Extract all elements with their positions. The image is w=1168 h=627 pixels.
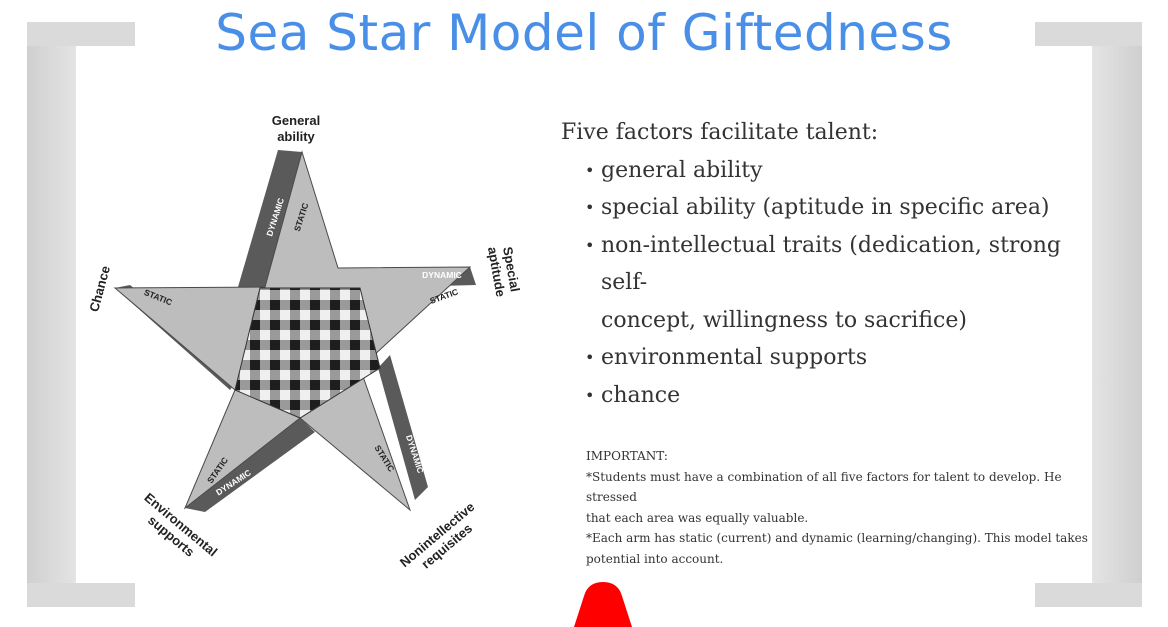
band-label-dynamic-special: DYNAMIC	[422, 270, 462, 280]
bullet-icon: •	[585, 198, 595, 217]
bullet-icon: •	[585, 385, 595, 405]
frame-right-bottom-cap	[1035, 583, 1142, 607]
band-nonintellective	[378, 355, 428, 500]
label-chance: Chance	[86, 264, 113, 313]
list-item-text: environmental supports	[601, 345, 868, 370]
list-item: • chance	[585, 377, 1101, 415]
list-item: • general ability	[585, 152, 1101, 190]
list-item-text: chance	[601, 382, 681, 408]
list-item: • special ability (aptitude in specific a…	[585, 189, 1101, 227]
sea-star-diagram: General ability Special aptitude Noninte…	[86, 113, 522, 572]
label-general-ability-1: General	[272, 113, 320, 128]
frame-right-top-cap	[1035, 22, 1142, 46]
important-notes: IMPORTANT: *Students must have a combina…	[586, 446, 1096, 569]
notes-heading: IMPORTANT:	[586, 449, 668, 463]
factors-intro: Five factors facilitate talent:	[561, 120, 879, 145]
list-item: • non-intellectual traits (dedication, st…	[585, 227, 1101, 340]
band-general-ability	[238, 150, 302, 287]
label-general-ability-2: ability	[277, 129, 315, 144]
notes-line: that each area was equally valuable.	[586, 510, 809, 525]
frame-left-bar	[27, 22, 76, 607]
list-item-text: non-intellectual traits (dedication, str…	[601, 232, 1061, 296]
factors-bullets: • general ability • special ability (aptit…	[561, 152, 1101, 415]
factors-list: Five factors facilitate talent: • general…	[561, 114, 1101, 414]
bullet-icon: •	[585, 235, 595, 255]
notes-line: *Students must have a combination of all…	[586, 469, 1062, 505]
notes-line: potential into account.	[586, 551, 724, 566]
red-dome-shape	[574, 582, 632, 627]
frame-left-top-cap	[27, 22, 135, 46]
list-item-text: special ability (aptitude in specific ar…	[601, 195, 1050, 220]
frame-right-bar	[1092, 22, 1142, 607]
slide-title: Sea Star Model of Giftedness	[215, 4, 953, 62]
list-item-text: general ability	[601, 157, 763, 183]
bullet-icon: •	[585, 160, 595, 180]
notes-line: *Each arm has static (current) and dynam…	[586, 531, 1088, 545]
star-center-checker	[234, 287, 381, 419]
list-item-text-continued: concept, willingness to sacrifice)	[601, 307, 967, 333]
bullet-icon: •	[585, 348, 595, 367]
list-item: • environmental supports	[585, 339, 1101, 377]
band-environmental	[185, 418, 315, 512]
frame-left-bottom-cap	[27, 583, 135, 607]
